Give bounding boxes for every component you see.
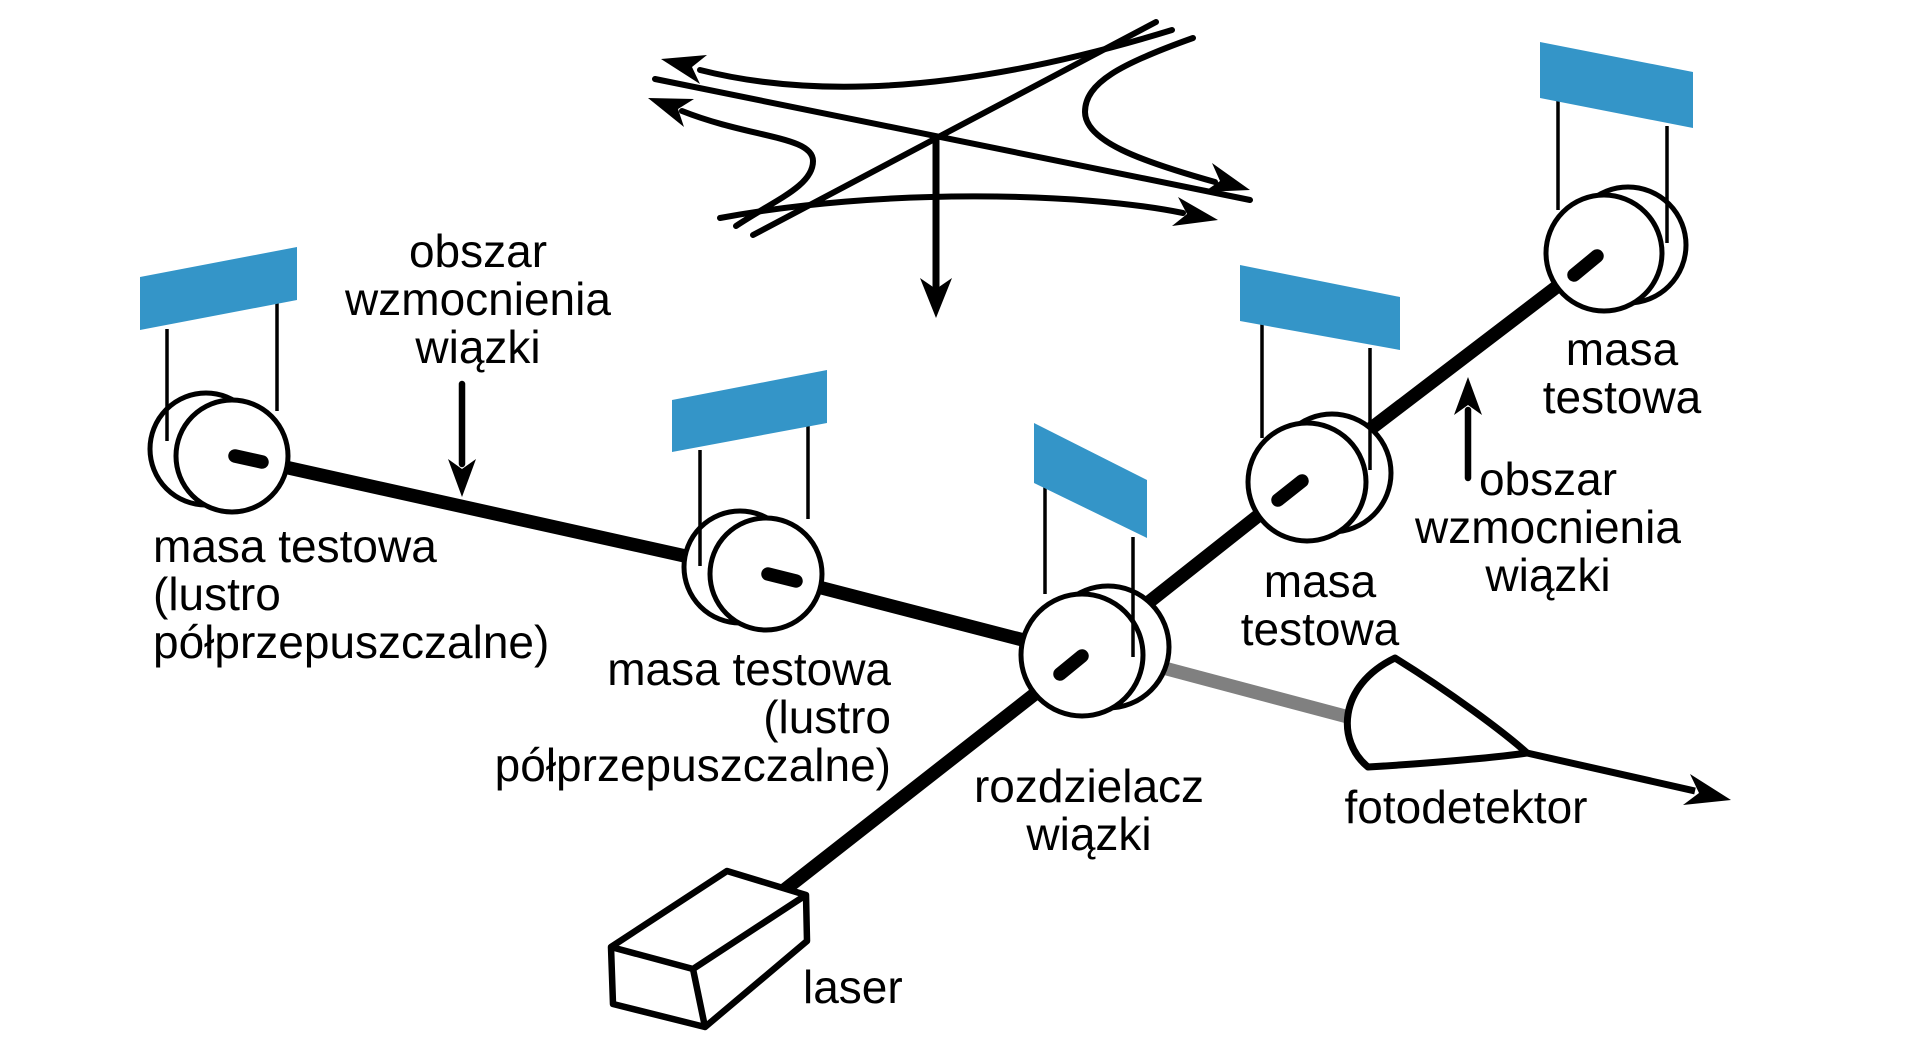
label-line: testowa: [1240, 603, 1400, 655]
output-arrow-shaft: [1526, 749, 1696, 795]
support-bar: [1034, 423, 1147, 538]
test-mass-right-outer-assembly: [1540, 42, 1693, 314]
amplification-right-up-arrow-icon: [1454, 377, 1482, 482]
beam-left-arm-outer: [228, 449, 755, 577]
label-line: (lustro: [763, 691, 891, 743]
beam-splitter-assembly: [1018, 423, 1172, 719]
label-line: obszar: [1478, 453, 1618, 505]
label-line: wzmocnienia: [1415, 501, 1681, 553]
gw-diagonal-line: [750, 19, 1159, 238]
label-line: obszar: [408, 225, 548, 277]
beam-laser-input: [771, 650, 1089, 902]
test-mass-middle-assembly: [672, 370, 827, 633]
beam-to-photodetector: [1143, 656, 1354, 725]
label-test-mass-middle: masa testowa (lustro półprzepuszczalne): [495, 645, 891, 789]
mirror-front-face: [1543, 192, 1665, 314]
label-beam-splitter: rozdzielacz wiązki: [974, 762, 1204, 858]
gw-arrowhead-upper-left-icon: [661, 55, 707, 84]
gw-right-hyperbola: [1081, 35, 1218, 185]
laser-box: [607, 867, 811, 1031]
laser-box-outline: [607, 867, 811, 1031]
gravitational-wave-icon: [648, 19, 1253, 318]
label-test-mass-left: masa testowa (lustro półprzepuszczalne): [153, 522, 549, 666]
label-line: masa testowa: [607, 643, 891, 695]
label-line: (lustro: [153, 568, 281, 620]
support-bar: [140, 247, 297, 330]
label-line: masa testowa: [153, 520, 437, 572]
gw-diagonal-line: [652, 76, 1253, 203]
gw-left-hyperbola: [679, 108, 817, 229]
support-bar: [1240, 265, 1400, 350]
amplification-left-down-arrow-icon: [448, 380, 476, 497]
label-laser: laser: [803, 961, 903, 1013]
test-mass-left-assembly: [140, 247, 297, 515]
label-test-mass-right-outer: masa testowa: [1543, 325, 1702, 421]
support-bar: [672, 370, 827, 452]
label-test-mass-right-inner: masa testowa: [1241, 557, 1400, 653]
label-line: rozdzielacz: [973, 760, 1205, 812]
beam-stub: [1567, 249, 1604, 282]
beam-stub: [228, 449, 269, 469]
label-line: półprzepuszczalne): [494, 739, 891, 791]
label-line: wzmocnienia: [345, 273, 611, 325]
label-photodetector: fotodetektor: [1344, 781, 1588, 833]
laser-box-edge: [689, 968, 709, 1028]
gw-top-curve: [697, 27, 1175, 90]
label-line: masa: [1565, 323, 1679, 375]
gw-arrowhead-lower-right-icon: [1172, 197, 1218, 226]
label-line: masa: [1263, 555, 1377, 607]
beam-stub: [1053, 649, 1089, 681]
gw-arrowhead-lower-right-icon: [1204, 163, 1250, 192]
label-line: wiązki: [1485, 549, 1611, 601]
beam-stub: [1271, 474, 1309, 507]
label-line: półprzepuszczalne): [153, 616, 550, 668]
photodetector-funnel: [1344, 654, 1731, 805]
label-amplification-left: obszar wzmocnienia wiązki: [345, 227, 611, 371]
label-amplification-right: obszar wzmocnienia wiązki: [1415, 455, 1681, 599]
test-mass-right-inner-assembly: [1240, 265, 1400, 544]
beam-center-stubs: [228, 249, 1604, 681]
gw-down-arrow-icon: [920, 136, 952, 318]
output-arrowhead-icon: [1683, 774, 1731, 805]
support-bar: [1540, 42, 1693, 128]
label-line: wiązki: [415, 321, 541, 373]
label-line: wiązki: [1026, 808, 1152, 860]
beam-stub: [761, 567, 803, 588]
funnel-shape: [1344, 654, 1531, 771]
gw-bottom-curve: [717, 193, 1186, 221]
label-line: testowa: [1542, 371, 1702, 423]
gw-arrowhead-upper-left-icon: [648, 98, 694, 127]
label-pointer-arrows: [448, 377, 1482, 497]
